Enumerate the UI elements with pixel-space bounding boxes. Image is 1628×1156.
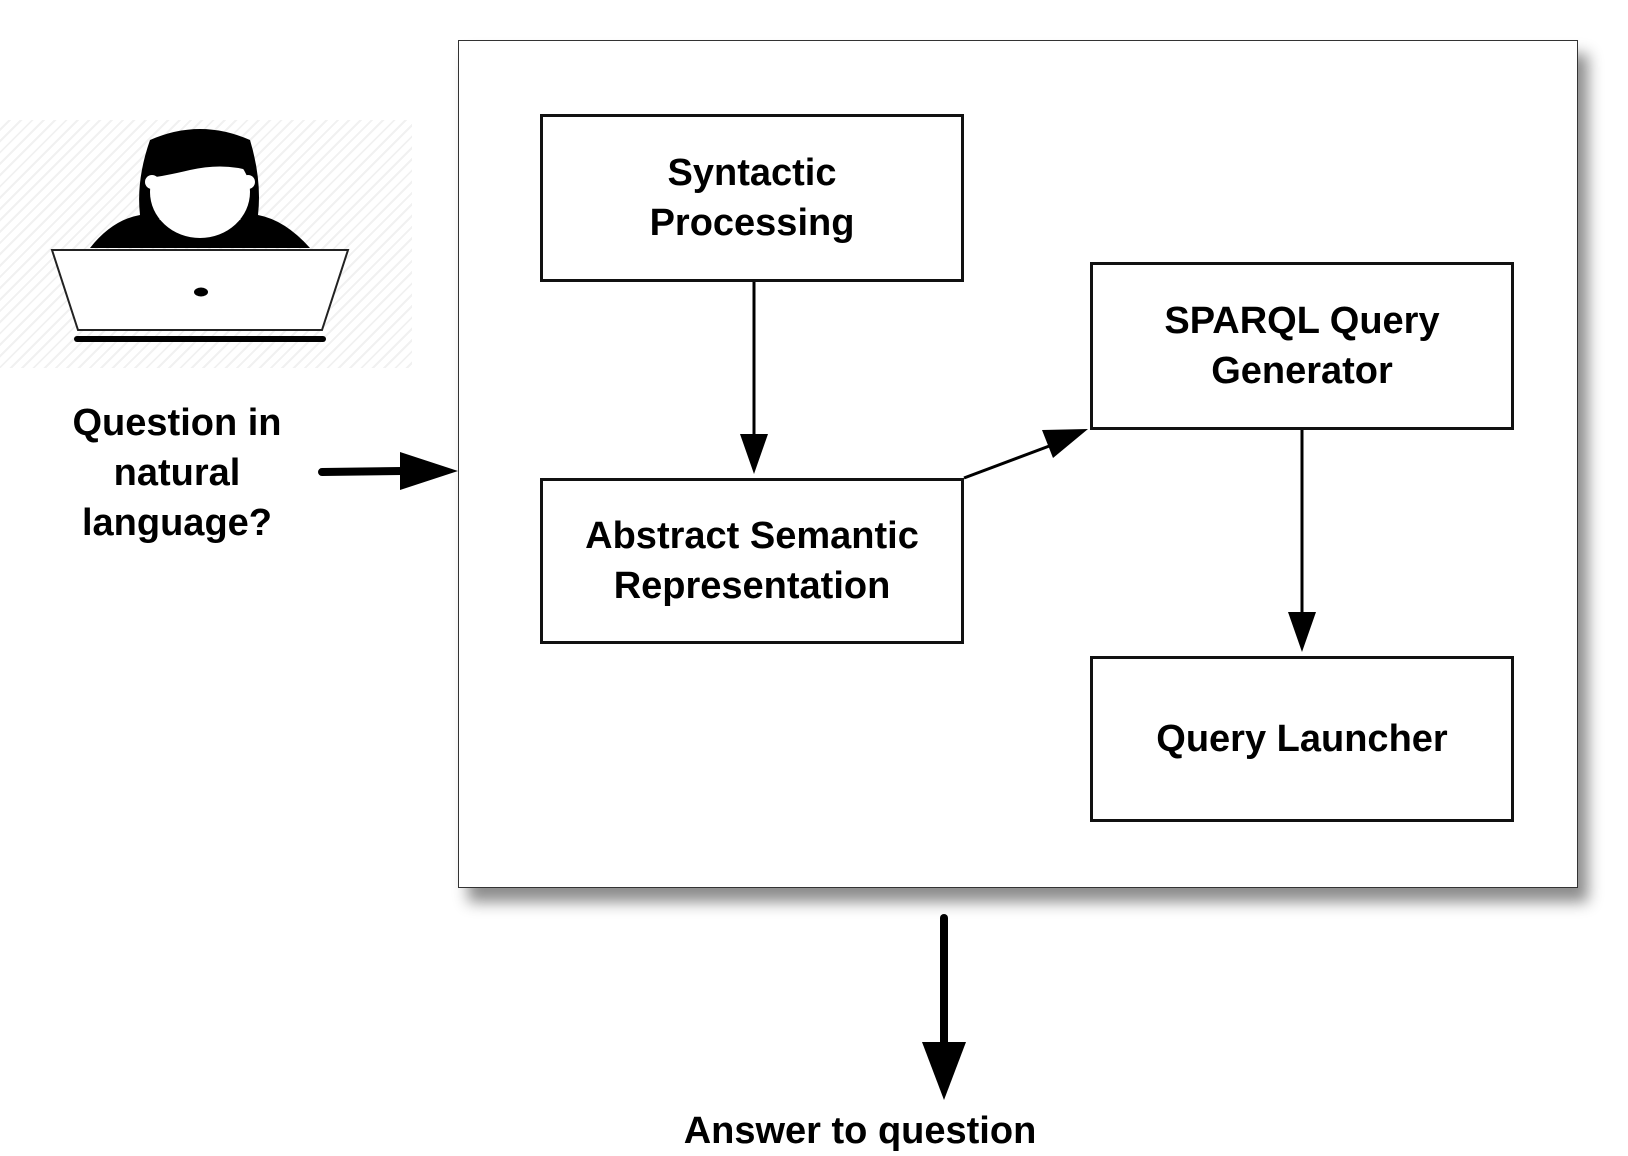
sparql-to-launcher-arrow [1288, 430, 1316, 652]
semantic-representation-box: Abstract Semantic Representation [540, 478, 964, 644]
question-label: Question in natural language? [72, 402, 282, 544]
sparql-generator-label: SPARQL Query Generator [1164, 300, 1440, 392]
user-at-laptop-icon [50, 129, 350, 342]
semantic-to-sparql-arrow [963, 429, 1088, 480]
sparql-generator-box: SPARQL Query Generator [1090, 262, 1514, 430]
output-arrow [922, 914, 966, 1100]
answer-label: Answer to question [683, 1110, 1037, 1152]
user-illustration [0, 120, 412, 368]
query-launcher-label: Query Launcher [1156, 718, 1448, 760]
syntactic-processing-label: Syntactic Processing [649, 152, 855, 244]
syntactic-processing-box: Syntactic Processing [540, 114, 964, 282]
semantic-representation-label: Abstract Semantic Representation [585, 515, 919, 607]
query-launcher-box: Query Launcher [1090, 656, 1514, 822]
input-arrow [318, 452, 458, 490]
syntactic-to-semantic-arrow [740, 282, 768, 474]
